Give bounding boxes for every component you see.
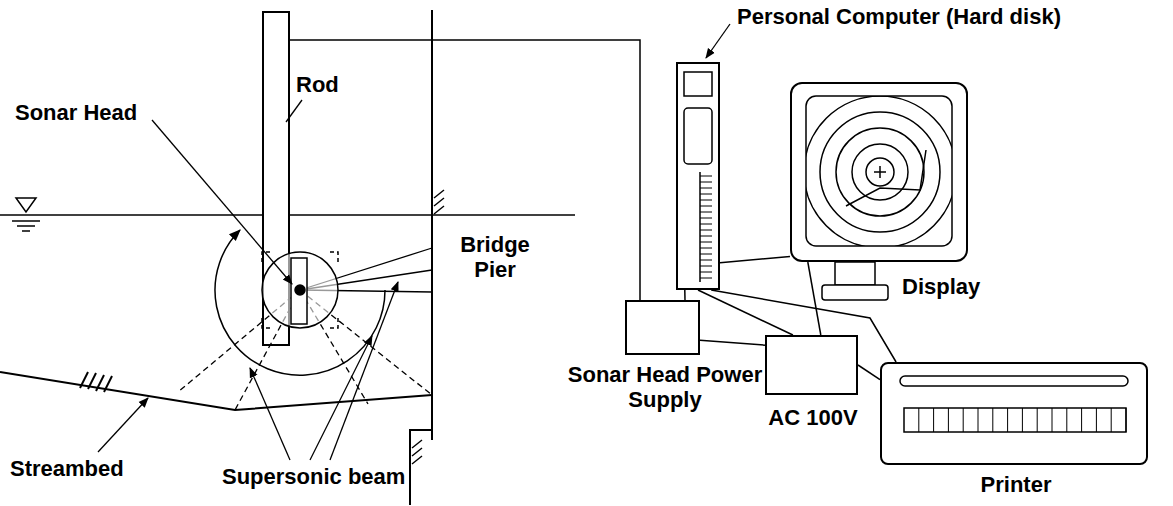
supersonic-beams	[178, 248, 432, 410]
cable	[808, 262, 821, 335]
part-label: Rod	[296, 72, 339, 97]
hatch-stroke	[434, 190, 444, 198]
hatch-stroke	[412, 448, 422, 456]
tick	[700, 200, 712, 201]
tick	[700, 248, 712, 249]
device-label: Printer	[966, 472, 1066, 497]
cable	[858, 365, 880, 380]
computer-details	[684, 72, 712, 282]
computer-tower: Personal Computer (Hard disk)	[676, 62, 720, 290]
part-label: Sonar Head	[15, 100, 137, 125]
key-divider	[1111, 408, 1112, 432]
tick	[700, 266, 712, 267]
tick	[700, 194, 712, 195]
ac-outlet-box: AC 100V	[765, 335, 858, 395]
device-label: Personal Computer (Hard disk)	[737, 4, 1061, 29]
pier-hatching	[412, 190, 444, 464]
power-supply-box: Sonar Head Power Supply	[625, 300, 700, 355]
key-divider	[1037, 408, 1038, 432]
key-divider	[1022, 408, 1023, 432]
tick	[700, 224, 712, 225]
part-label: Streambed	[10, 456, 124, 481]
key-divider	[963, 408, 964, 432]
cable	[700, 340, 765, 345]
tick	[700, 278, 712, 279]
key-divider	[1066, 408, 1067, 432]
tick	[700, 176, 712, 177]
tick	[700, 218, 712, 219]
hatch-stroke	[412, 440, 422, 448]
key-divider	[933, 408, 934, 432]
tick	[700, 206, 712, 207]
part-label: Supersonic beam	[222, 464, 405, 489]
key-divider	[1081, 408, 1082, 432]
device-label: AC 100V	[733, 405, 893, 430]
tick	[700, 230, 712, 231]
device-label: Display	[902, 274, 980, 299]
streambed-line	[0, 372, 432, 410]
device-label: Sonar Head Power Supply	[565, 362, 765, 413]
tick	[700, 260, 712, 261]
part-label: Bridge Pier	[450, 232, 540, 283]
tick	[700, 182, 712, 183]
sonar-head	[262, 252, 338, 328]
key-divider	[992, 408, 993, 432]
monitor-details	[804, 96, 956, 300]
cable	[684, 290, 686, 300]
tick	[700, 254, 712, 255]
cable	[711, 290, 896, 362]
tick	[700, 272, 712, 273]
hatch-stroke	[434, 198, 444, 206]
display-monitor: Display	[790, 82, 968, 262]
computer-ticks	[700, 176, 712, 278]
tick	[700, 212, 712, 213]
bridge-pier	[410, 10, 432, 505]
tick	[700, 236, 712, 237]
printer-keys	[919, 408, 1126, 432]
hatch-stroke	[434, 206, 444, 214]
key-divider	[918, 408, 919, 432]
printer-details	[900, 376, 1128, 432]
tick	[700, 188, 712, 189]
cable	[720, 257, 790, 263]
printer-box: Printer	[880, 362, 1148, 465]
key-divider	[978, 408, 979, 432]
key-divider	[1096, 408, 1097, 432]
key-divider	[948, 408, 949, 432]
key-divider	[1052, 408, 1053, 432]
tick	[700, 242, 712, 243]
hatch-stroke	[412, 456, 422, 464]
sonar-cable	[289, 40, 640, 300]
key-divider	[1126, 408, 1127, 432]
rotation-arrow	[215, 230, 385, 375]
key-divider	[1007, 408, 1008, 432]
